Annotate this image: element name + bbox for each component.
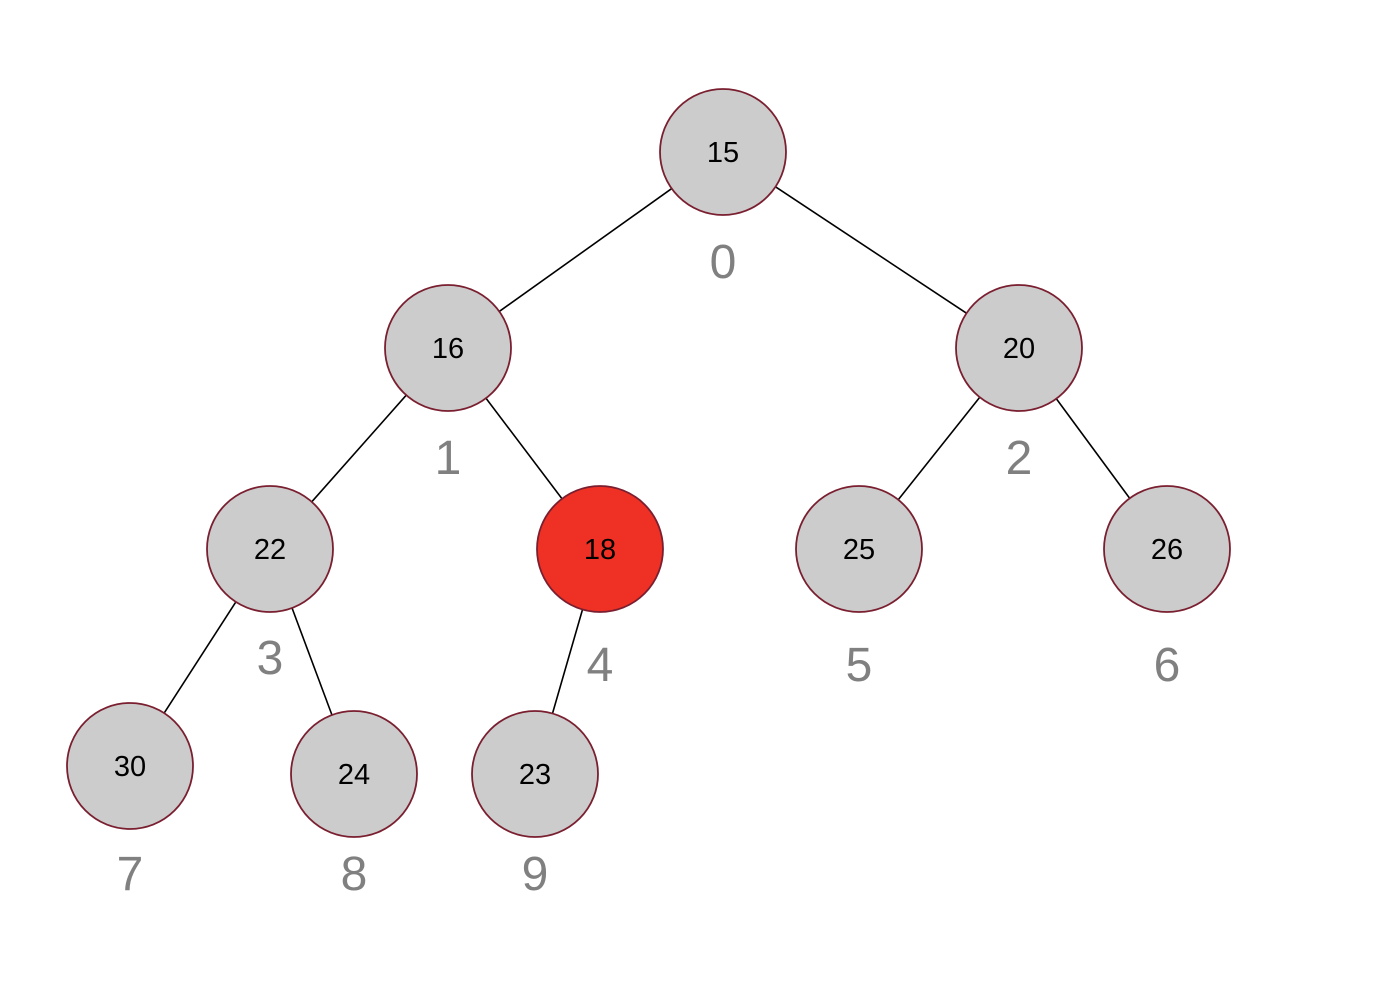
node-value: 25 bbox=[843, 534, 875, 566]
node-index-label: 1 bbox=[435, 432, 462, 485]
node-value: 16 bbox=[432, 333, 464, 365]
tree-edge bbox=[163, 601, 237, 714]
heap-node: 25 5 bbox=[795, 485, 923, 692]
tree-edge bbox=[498, 187, 673, 313]
heap-node: 20 2 bbox=[955, 284, 1083, 485]
heap-node: 23 9 bbox=[471, 710, 599, 901]
node-value: 23 bbox=[519, 759, 551, 791]
heap-node: 26 6 bbox=[1103, 485, 1231, 692]
node-circle bbox=[66, 702, 194, 830]
node-index-label: 8 bbox=[341, 848, 368, 901]
node-value: 18 bbox=[584, 534, 616, 566]
tree-edge bbox=[291, 607, 333, 716]
node-value: 26 bbox=[1151, 534, 1183, 566]
tree-edge bbox=[897, 396, 981, 501]
heap-node-highlighted: 18 4 bbox=[536, 485, 664, 692]
node-value: 20 bbox=[1003, 333, 1035, 365]
tree-edge bbox=[311, 394, 407, 503]
node-index-label: 0 bbox=[710, 236, 737, 289]
edges-layer bbox=[163, 186, 1131, 716]
heap-node: 30 7 bbox=[66, 702, 194, 901]
tree-edge bbox=[551, 609, 584, 714]
node-index-label: 9 bbox=[522, 848, 549, 901]
node-index-label: 3 bbox=[257, 632, 284, 685]
node-circle bbox=[206, 485, 334, 613]
node-circle bbox=[384, 284, 512, 412]
tree-edge bbox=[485, 397, 563, 500]
node-circle bbox=[659, 88, 787, 216]
node-circle bbox=[795, 485, 923, 613]
heap-node: 15 0 bbox=[659, 88, 787, 289]
node-index-label: 6 bbox=[1154, 639, 1181, 692]
heap-node: 24 8 bbox=[290, 710, 418, 901]
node-value: 24 bbox=[338, 759, 370, 791]
node-value: 22 bbox=[254, 534, 286, 566]
node-value: 15 bbox=[707, 137, 739, 169]
node-circle bbox=[536, 485, 664, 613]
node-circle bbox=[290, 710, 418, 838]
node-index-label: 2 bbox=[1006, 432, 1033, 485]
node-index-label: 5 bbox=[846, 639, 873, 692]
node-index-label: 4 bbox=[587, 639, 614, 692]
node-value: 30 bbox=[114, 751, 146, 783]
heap-node: 16 1 bbox=[384, 284, 512, 485]
node-circle bbox=[1103, 485, 1231, 613]
heap-node: 22 3 bbox=[206, 485, 334, 685]
node-circle bbox=[471, 710, 599, 838]
node-circle bbox=[955, 284, 1083, 412]
node-index-label: 7 bbox=[117, 848, 144, 901]
tree-edge bbox=[775, 186, 967, 314]
tree-edge bbox=[1055, 398, 1131, 499]
